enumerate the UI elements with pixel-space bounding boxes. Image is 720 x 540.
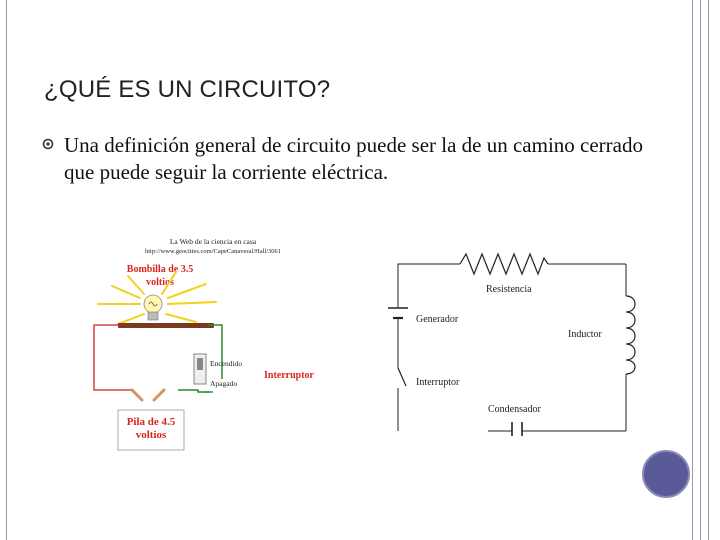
- switch-off-label: Apagado: [210, 379, 237, 388]
- bullet-circle-icon: [42, 138, 54, 150]
- site-title: La Web de la ciencia en casa: [170, 237, 257, 246]
- bullet-text: Una definición general de circuito puede…: [64, 133, 643, 184]
- light-bulb-icon: [143, 294, 163, 321]
- capacitor-label: Condensador: [488, 404, 541, 415]
- bulb-label-line1: Bombilla de 3.5: [127, 264, 193, 275]
- resistor-label: Resistencia: [486, 284, 532, 295]
- simple-circuit-diagram: La Web de la ciencia en casa http://www.…: [93, 237, 315, 451]
- bulb-label-line2: voltios: [146, 277, 174, 288]
- bulb-light-rays: [97, 271, 217, 325]
- switch-label: Interruptor: [264, 370, 315, 381]
- switch-on-label: Encendido: [210, 359, 242, 368]
- battery-label-line2: voltios: [136, 429, 167, 441]
- inductor-label: Inductor: [568, 329, 603, 340]
- site-url: http://www.geocities.com/CapeCanaveral/H…: [145, 248, 281, 255]
- battery-icon: [117, 409, 185, 451]
- right-border-rail-2: [700, 0, 701, 540]
- schematic-wires: [397, 263, 627, 432]
- circuit-symbols-diagram: Resistencia Generador Inductor Interrupt…: [388, 252, 636, 436]
- right-border-rail-1: [692, 0, 693, 540]
- capacitor-icon: [511, 422, 523, 436]
- battery-label-line1: Pila de 4.5: [127, 416, 176, 428]
- decorative-circle: [642, 450, 690, 498]
- battery-terminals: [130, 388, 166, 402]
- circuit-wires: [93, 324, 223, 393]
- resistor-icon: [459, 252, 549, 276]
- generator-label: Generador: [416, 314, 459, 325]
- generator-icon: [388, 307, 408, 320]
- right-border-rail-3: [708, 0, 709, 540]
- left-border-rail: [6, 0, 7, 540]
- inductor-icon: [625, 295, 636, 375]
- slide-title: ¿QUÉ ES UN CIRCUITO?: [44, 76, 331, 103]
- bulb-holder: [118, 323, 214, 328]
- interruptor-label: Interruptor: [416, 377, 460, 388]
- switch-icon: [193, 353, 207, 385]
- switch-symbol-icon: [397, 367, 407, 387]
